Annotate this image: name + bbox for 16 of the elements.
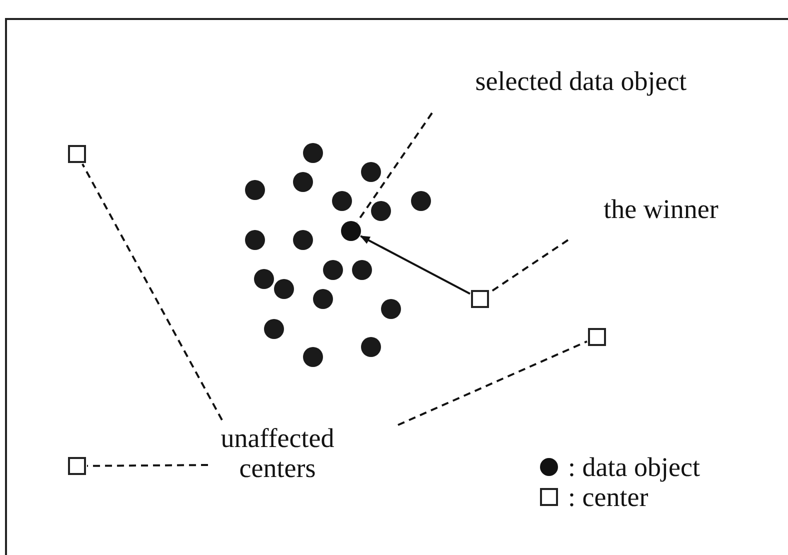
arrow	[360, 235, 470, 295]
leader-line	[356, 112, 433, 222]
legend-label: : center	[568, 482, 648, 512]
center-square	[471, 290, 489, 308]
annotation-label: unaffected centers	[205, 423, 350, 483]
data-point	[341, 221, 361, 241]
leader-line	[489, 239, 569, 294]
center-square	[588, 328, 606, 346]
leader-line	[82, 164, 223, 420]
legend-label: : data object	[568, 452, 700, 482]
center-square	[68, 145, 86, 163]
leader-line	[86, 464, 208, 467]
center-square	[68, 457, 86, 475]
leader-line	[398, 340, 588, 426]
annotation-label: the winner	[580, 194, 742, 224]
annotation-label: selected data object	[436, 66, 726, 96]
